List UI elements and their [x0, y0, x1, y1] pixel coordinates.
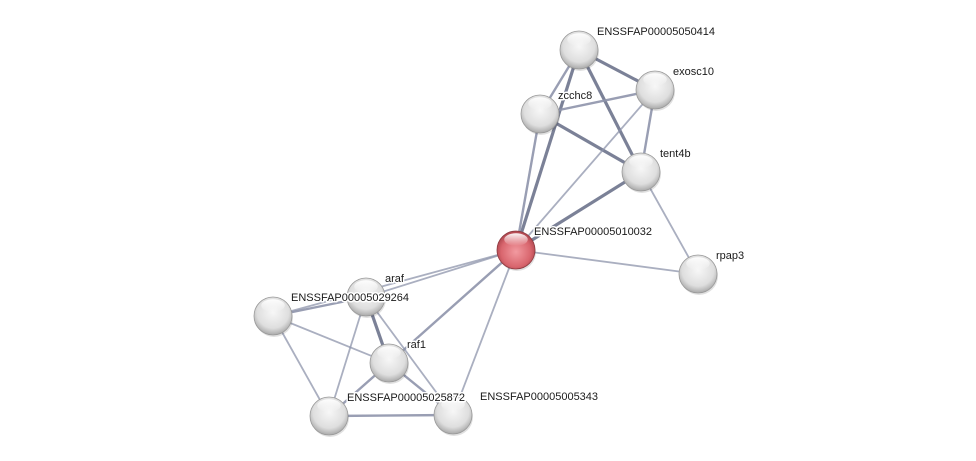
edge-ENSSFAP00005050414-tent4b[interactable] — [577, 49, 643, 173]
node-exosc10[interactable] — [635, 70, 675, 111]
node-raf1[interactable] — [369, 343, 409, 384]
edge-zcchc8-tent4b[interactable] — [539, 112, 642, 174]
node-highlight — [261, 299, 285, 312]
edge-ENSSFAP00005050414-ENSSFAP00005010032[interactable] — [514, 49, 581, 251]
node-tent4b[interactable] — [621, 152, 661, 193]
node-label-tent4b: tent4b — [660, 148, 691, 160]
edge-araf-ENSSFAP00005005343[interactable] — [365, 296, 454, 416]
node-highlight — [643, 73, 667, 86]
edge-ENSSFAP00005010032-ENSSFAP00005005343[interactable] — [452, 249, 517, 416]
node-ENSSFAP00005025872[interactable] — [309, 396, 349, 437]
node-ENSSFAP00005010032[interactable] — [496, 230, 536, 271]
node-label-ENSSFAP00005025872: ENSSFAP00005025872 — [347, 392, 465, 404]
node-ENSSFAP00005029264[interactable] — [253, 296, 293, 337]
edge-ENSSFAP00005025872-ENSSFAP00005005343[interactable] — [328, 413, 454, 418]
labels-layer: ENSSFAP00005050414 exosc10 zcchc8 tent4bENS… — [290, 24, 746, 405]
node-highlight — [504, 233, 528, 246]
edge-araf-ENSSFAP00005025872[interactable] — [328, 296, 367, 417]
node-highlight — [441, 398, 465, 411]
node-highlight — [686, 257, 710, 270]
edge-ENSSFAP00005010032-araf[interactable] — [365, 249, 517, 298]
node-highlight — [629, 155, 653, 168]
edge-tent4b-rpap3[interactable] — [640, 171, 699, 275]
edge-tent4b-ENSSFAP00005010032[interactable] — [515, 170, 642, 252]
node-label-exosc10: exosc10 — [673, 66, 714, 78]
edge-ENSSFAP00005010032-ENSSFAP00005029264[interactable] — [272, 249, 517, 317]
node-highlight — [377, 346, 401, 359]
node-label-rpap3: rpap3 — [716, 250, 744, 262]
edge-ENSSFAP00005010032-raf1[interactable] — [388, 249, 517, 364]
edge-ENSSFAP00005029264-raf1[interactable] — [272, 315, 390, 364]
node-highlight — [567, 33, 591, 46]
node-label-ENSSFAP00005050414: ENSSFAP00005050414 — [597, 26, 715, 38]
node-ENSSFAP00005005343[interactable] — [433, 395, 473, 436]
node-highlight — [354, 280, 378, 293]
node-araf[interactable] — [346, 277, 386, 318]
edge-exosc10-ENSSFAP00005010032[interactable] — [515, 89, 656, 251]
nodes-layer — [253, 30, 718, 437]
node-zcchc8[interactable] — [520, 94, 560, 135]
node-rpap3[interactable] — [678, 254, 718, 295]
edge-zcchc8-exosc10[interactable] — [539, 88, 656, 116]
node-ENSSFAP00005050414[interactable] — [559, 30, 599, 71]
node-label-ENSSFAP00005010032: ENSSFAP00005010032 — [534, 226, 652, 238]
node-label-araf: araf — [385, 273, 405, 285]
edge-zcchc8-ENSSFAP00005010032[interactable] — [514, 113, 542, 251]
edge-ENSSFAP00005010032-rpap3[interactable] — [515, 249, 699, 275]
node-highlight — [528, 97, 552, 110]
node-label-zcchc8: zcchc8 — [558, 90, 592, 102]
node-highlight — [317, 399, 341, 412]
node-label-ENSSFAP00005029264: ENSSFAP00005029264 — [291, 292, 409, 304]
node-label-ENSSFAP00005005343: ENSSFAP00005005343 — [480, 391, 598, 403]
node-label-raf1: raf1 — [407, 339, 426, 351]
